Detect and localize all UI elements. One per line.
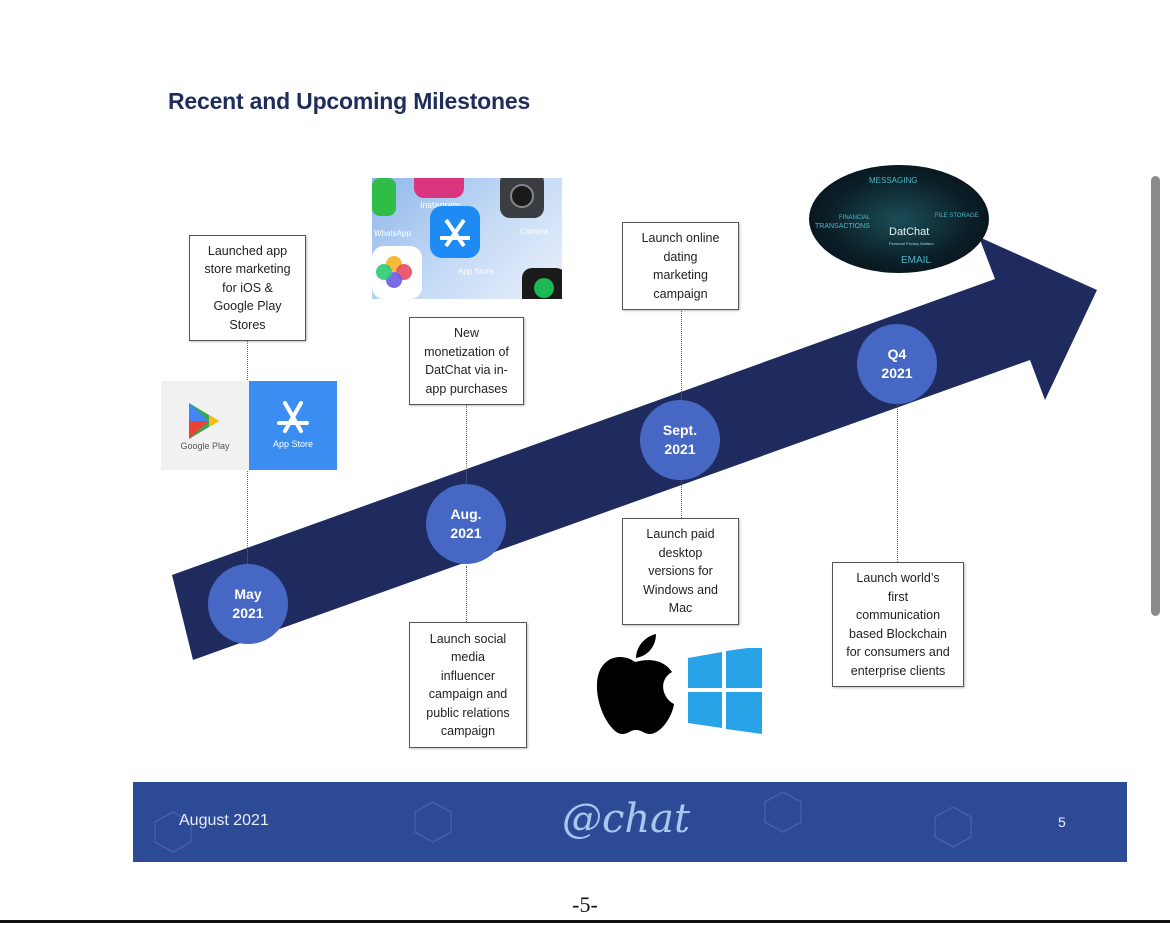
connector-sept-bottom xyxy=(681,470,682,518)
milestone-aug-2021: Aug. 2021 xyxy=(426,484,506,564)
milestone-box-may: Launched app store marketing for iOS & G… xyxy=(189,235,306,341)
apple-icon xyxy=(596,634,674,734)
financial-label: FINANCIAL xyxy=(839,215,871,221)
email-label: EMAIL xyxy=(901,255,931,266)
google-play-icon xyxy=(189,403,219,439)
app-store-label: App Store xyxy=(272,439,314,449)
camera-label: Camera xyxy=(520,227,549,236)
windows-icon xyxy=(688,648,762,734)
milestone-box-aug-bottom-text: Launch social media influencer campaign … xyxy=(426,631,510,739)
footer-date: August 2021 xyxy=(179,812,269,829)
appstore-photo-label: App Store xyxy=(458,267,494,276)
connector-aug-top xyxy=(466,404,467,488)
google-play-label: Google Play xyxy=(180,441,230,451)
transactions-label: TRANSACTIONS xyxy=(815,223,870,230)
milestone-box-sept-bottom: Launch paid desktop versions for Windows… xyxy=(622,518,739,625)
slide-footer xyxy=(133,782,1127,862)
vertical-scrollbar[interactable] xyxy=(1151,176,1160,616)
connector-aug-bottom xyxy=(466,566,467,622)
bottom-rule xyxy=(0,920,1170,923)
whatsapp-label: WhatsApp xyxy=(374,229,411,238)
milestone-q4-2021: Q4 2021 xyxy=(857,324,937,404)
app-store-logo: App Store xyxy=(249,381,337,470)
footer-datchat-logo: @chat xyxy=(562,796,691,842)
milestone-box-sept-top-text: Launch online dating marketing campaign xyxy=(641,231,720,301)
datchat-brand-label: DatChat xyxy=(889,226,929,238)
phone-apps-photo: WhatsApp Instagram App Store Camera xyxy=(372,178,562,299)
footer-slide-number: 5 xyxy=(1058,814,1066,830)
datchat-tagline: Personal Privacy Matters xyxy=(889,241,933,246)
milestone-may-2021: May 2021 xyxy=(208,564,288,644)
milestone-box-q4-text: Launch world’s first communication based… xyxy=(846,571,950,678)
google-play-logo: Google Play xyxy=(161,381,249,470)
milestone-box-aug-top: New monetization of DatChat via in- app … xyxy=(409,317,524,405)
milestone-box-sept-top: Launch online dating marketing campaign xyxy=(622,222,739,310)
document-page-number: -5- xyxy=(572,892,598,917)
footer-hex-pattern xyxy=(154,791,972,853)
milestone-box-may-text: Launched app store marketing for iOS & G… xyxy=(204,243,291,332)
datchat-network-image: MESSAGING FINANCIAL TRANSACTIONS FILE ST… xyxy=(815,176,979,266)
file-storage-label: FILE STORAGE xyxy=(935,213,979,219)
milestone-box-q4: Launch world’s first communication based… xyxy=(832,562,964,687)
phone-apps-image: WhatsApp Instagram App Store Camera xyxy=(372,178,562,299)
milestone-box-aug-top-text: New monetization of DatChat via in- app … xyxy=(424,326,509,396)
instagram-label: Instagram xyxy=(420,200,460,210)
milestone-box-sept-bottom-text: Launch paid desktop versions for Windows… xyxy=(642,527,719,616)
connector-sept-top xyxy=(681,309,682,408)
milestone-box-aug-bottom: Launch social media influencer campaign … xyxy=(409,622,527,748)
connector-q4 xyxy=(897,394,898,562)
milestone-sept-2021: Sept. 2021 xyxy=(640,400,720,480)
datchat-oval-graphic: MESSAGING FINANCIAL TRANSACTIONS FILE ST… xyxy=(809,165,989,273)
messaging-label: MESSAGING xyxy=(869,176,917,185)
app-store-icon xyxy=(277,401,309,433)
slide-title: Recent and Upcoming Milestones xyxy=(168,88,531,114)
